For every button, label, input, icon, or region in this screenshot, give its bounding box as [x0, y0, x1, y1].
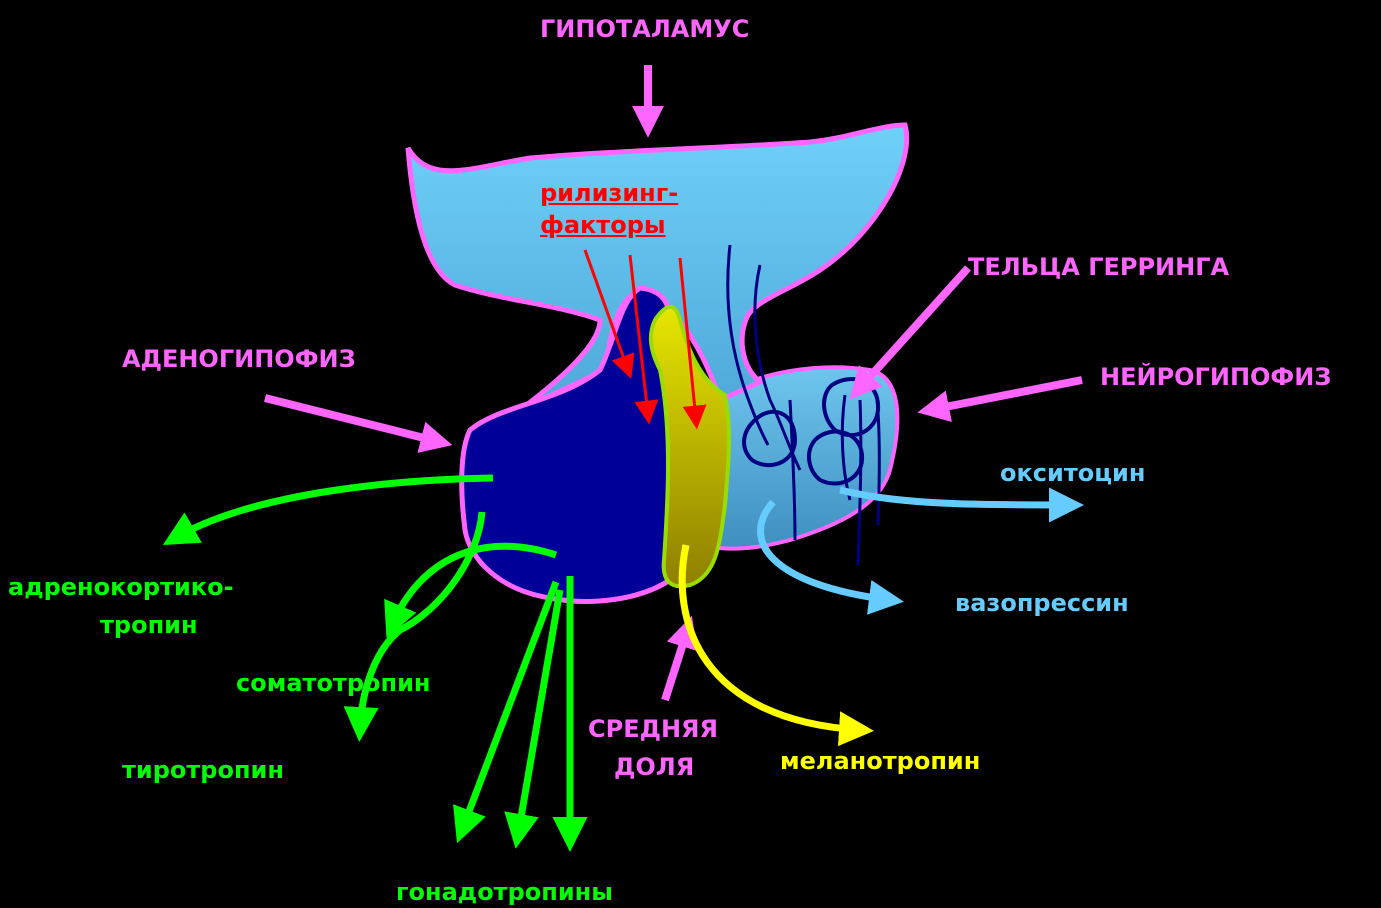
oxytocin-label: окситоцин — [1000, 458, 1145, 488]
middle-lobe-label-line2: ДОЛЯ — [614, 752, 694, 782]
releasing-factors-label-line2: факторы — [540, 210, 666, 240]
neurohypophysis-label: НЕЙРОГИПОФИЗ — [1100, 362, 1331, 392]
middle-lobe-arrow — [665, 628, 688, 700]
neurohypophysis-arrow — [930, 380, 1082, 410]
adenohypophysis-label: АДЕНОГИПОФИЗ — [122, 344, 356, 374]
adenohypophysis-arrow — [265, 398, 440, 442]
herring-bodies-arrow — [858, 268, 968, 390]
vasopressin-label: вазопрессин — [955, 588, 1129, 618]
hypothalamus-label: ГИПОТАЛАМУС — [540, 14, 749, 44]
gonadotropins-label: гонадотропины — [396, 877, 613, 907]
acth-label-line2: тропин — [100, 610, 198, 640]
acth-arrow — [175, 478, 493, 538]
melanotropin-label: меланотропин — [780, 746, 980, 776]
thyrotropin-label: тиротропин — [122, 755, 284, 785]
middle-lobe-label-line1: СРЕДНЯЯ — [588, 714, 718, 744]
releasing-factors-label-line1: рилизинг- — [540, 178, 678, 208]
acth-label-line1: адренокортико- — [8, 572, 234, 602]
somatotropin-label: соматотропин — [236, 668, 430, 698]
herring-bodies-label: ТЕЛЬЦА ГЕРРИНГА — [968, 252, 1229, 282]
